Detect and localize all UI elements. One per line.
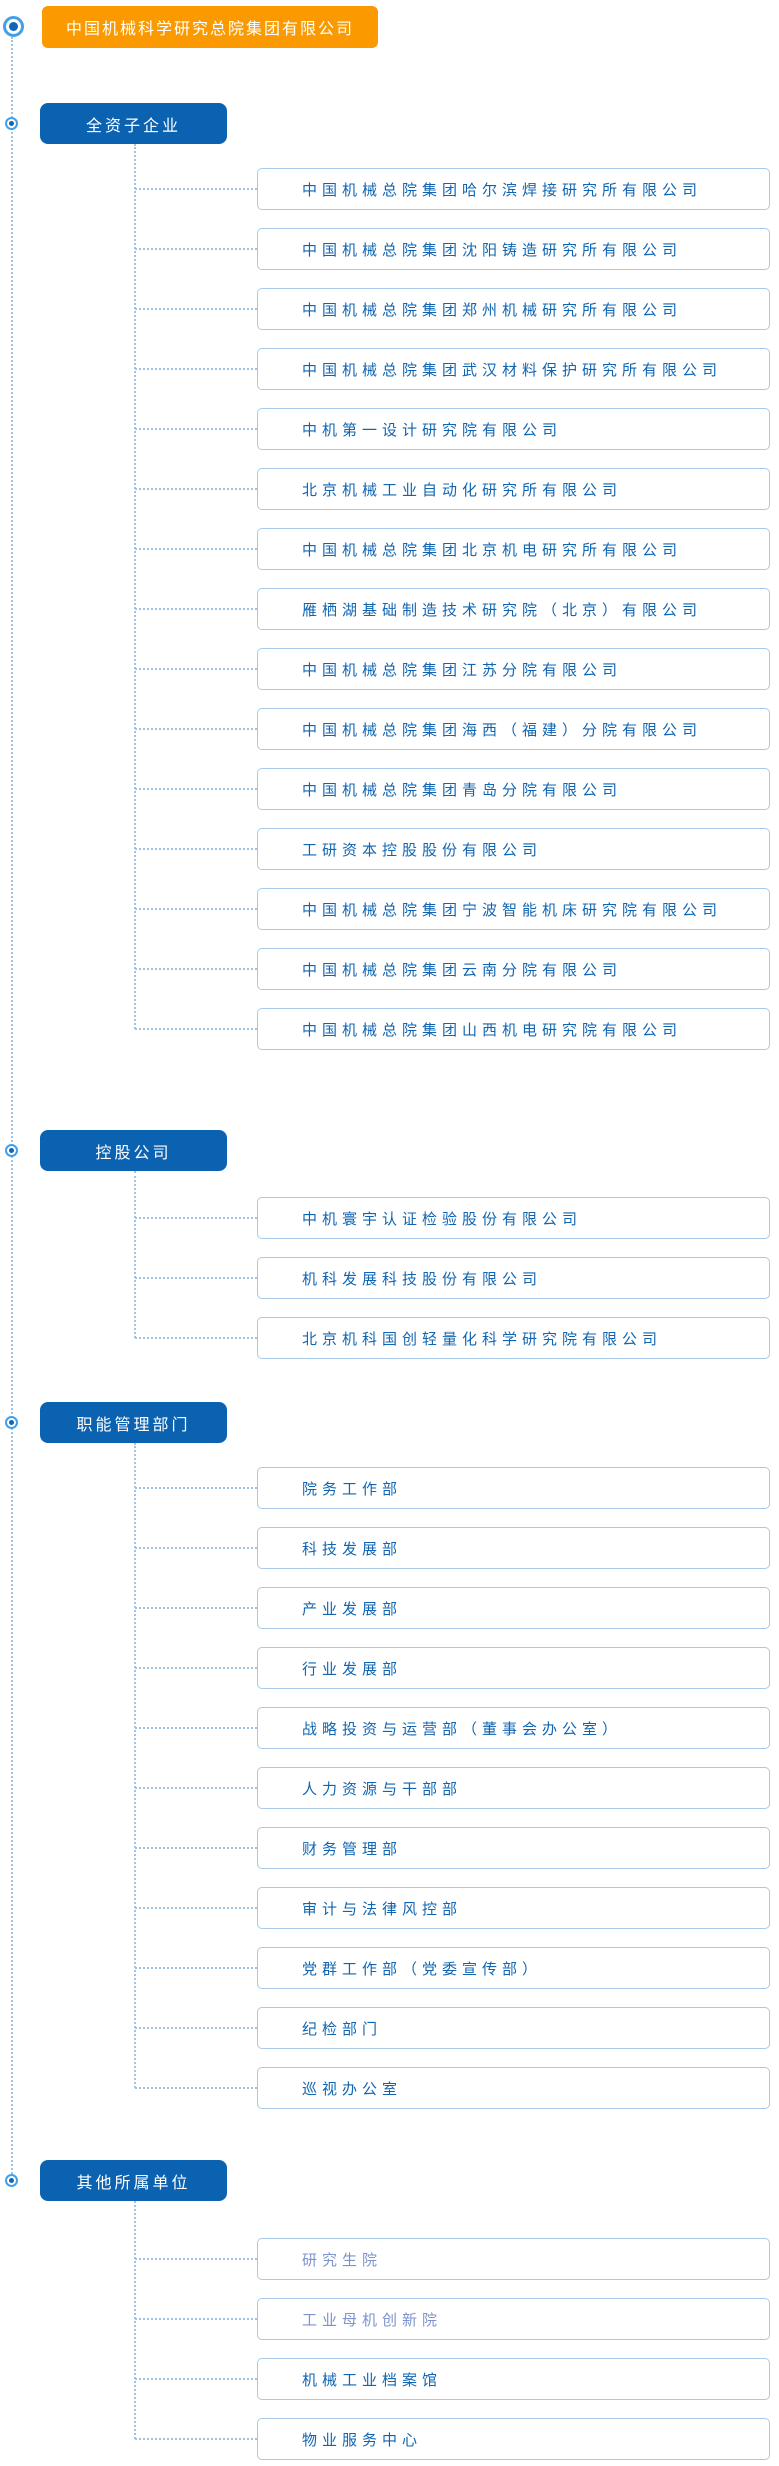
org-item-row: 北京机械工业自动化研究所有限公司 <box>135 468 770 510</box>
section-node-icon <box>5 1415 18 1429</box>
org-item-link[interactable]: 北京机科国创轻量化科学研究院有限公司 <box>257 1317 770 1359</box>
org-item-row: 产业发展部 <box>135 1587 770 1629</box>
section-item-list: 中国机械总院集团哈尔滨焊接研究所有限公司 中国机械总院集团沈阳铸造研究所有限公司… <box>135 144 779 1050</box>
org-item-link[interactable]: 物业服务中心 <box>257 2418 770 2460</box>
org-item-row: 雁栖湖基础制造技术研究院（北京）有限公司 <box>135 588 770 630</box>
section-item-list: 院务工作部 科技发展部 产业发展部 行业发展部 战略投资与运营部（董事会办公室）… <box>135 1443 779 2109</box>
org-item-row: 战略投资与运营部（董事会办公室） <box>135 1707 770 1749</box>
org-item-row: 中国机械总院集团海西（福建）分院有限公司 <box>135 708 770 750</box>
org-item-link[interactable]: 财务管理部 <box>257 1827 770 1869</box>
org-item-row: 中国机械总院集团沈阳铸造研究所有限公司 <box>135 228 770 270</box>
org-section: 其他所属单位 研究生院 工业母机创新院 机械工业档案馆 物业服务中心 <box>0 2160 779 2460</box>
org-item-link[interactable]: 审计与法律风控部 <box>257 1887 770 1929</box>
org-item-row: 中国机械总院集团北京机电研究所有限公司 <box>135 528 770 570</box>
org-item-row: 巡视办公室 <box>135 2067 770 2109</box>
org-section: 控股公司 中机寰宇认证检验股份有限公司 机科发展科技股份有限公司 北京机科国创轻… <box>0 1130 779 1359</box>
org-item-row: 中国机械总院集团江苏分院有限公司 <box>135 648 770 690</box>
org-item-row: 中国机械总院集团哈尔滨焊接研究所有限公司 <box>135 168 770 210</box>
org-item-link[interactable]: 雁栖湖基础制造技术研究院（北京）有限公司 <box>257 588 770 630</box>
section-header[interactable]: 全资子企业 <box>40 103 227 144</box>
org-item-link[interactable]: 北京机械工业自动化研究所有限公司 <box>257 468 770 510</box>
section-connector-line <box>134 2201 136 2439</box>
org-item-link[interactable]: 党群工作部（党委宣传部） <box>257 1947 770 1989</box>
org-item-link[interactable]: 中国机械总院集团海西（福建）分院有限公司 <box>257 708 770 750</box>
org-section: 职能管理部门 院务工作部 科技发展部 产业发展部 行业发展部 战略投资与运营部（… <box>0 1402 779 2109</box>
section-header[interactable]: 职能管理部门 <box>40 1402 227 1443</box>
org-item-link[interactable]: 中机寰宇认证检验股份有限公司 <box>257 1197 770 1239</box>
section-header-row: 控股公司 <box>0 1130 779 1171</box>
org-item-link[interactable]: 中机第一设计研究院有限公司 <box>257 408 770 450</box>
org-item-link[interactable]: 中国机械总院集团云南分院有限公司 <box>257 948 770 990</box>
org-item-link[interactable]: 机科发展科技股份有限公司 <box>257 1257 770 1299</box>
section-item-list: 中机寰宇认证检验股份有限公司 机科发展科技股份有限公司 北京机科国创轻量化科学研… <box>135 1171 779 1359</box>
org-item-row: 党群工作部（党委宣传部） <box>135 1947 770 1989</box>
org-item-row: 中国机械总院集团宁波智能机床研究院有限公司 <box>135 888 770 930</box>
section-header-row: 其他所属单位 <box>0 2160 779 2201</box>
org-item-link[interactable]: 产业发展部 <box>257 1587 770 1629</box>
org-item-row: 物业服务中心 <box>135 2418 770 2460</box>
org-item-link[interactable]: 研究生院 <box>257 2238 770 2280</box>
org-item-row: 院务工作部 <box>135 1467 770 1509</box>
org-item-row: 中机第一设计研究院有限公司 <box>135 408 770 450</box>
org-item-link[interactable]: 科技发展部 <box>257 1527 770 1569</box>
org-item-row: 人力资源与干部部 <box>135 1767 770 1809</box>
org-item-link[interactable]: 中国机械总院集团沈阳铸造研究所有限公司 <box>257 228 770 270</box>
section-node-icon <box>5 1143 18 1157</box>
org-item-row: 北京机科国创轻量化科学研究院有限公司 <box>135 1317 770 1359</box>
org-item-link[interactable]: 工业母机创新院 <box>257 2298 770 2340</box>
org-item-row: 中国机械总院集团云南分院有限公司 <box>135 948 770 990</box>
org-item-link[interactable]: 中国机械总院集团武汉材料保护研究所有限公司 <box>257 348 770 390</box>
org-item-link[interactable]: 院务工作部 <box>257 1467 770 1509</box>
org-item-row: 科技发展部 <box>135 1527 770 1569</box>
root-node-icon <box>3 16 24 37</box>
trunk-connector-line <box>11 37 13 2181</box>
org-item-link[interactable]: 行业发展部 <box>257 1647 770 1689</box>
org-item-link[interactable]: 工研资本控股股份有限公司 <box>257 828 770 870</box>
org-item-link[interactable]: 中国机械总院集团郑州机械研究所有限公司 <box>257 288 770 330</box>
section-header-row: 职能管理部门 <box>0 1402 779 1443</box>
section-header[interactable]: 控股公司 <box>40 1130 227 1171</box>
section-connector-line <box>134 144 136 1029</box>
org-item-row: 中机寰宇认证检验股份有限公司 <box>135 1197 770 1239</box>
org-item-link[interactable]: 中国机械总院集团青岛分院有限公司 <box>257 768 770 810</box>
org-item-row: 审计与法律风控部 <box>135 1887 770 1929</box>
org-item-row: 工业母机创新院 <box>135 2298 770 2340</box>
section-node-icon <box>5 116 18 130</box>
org-item-row: 财务管理部 <box>135 1827 770 1869</box>
org-item-row: 中国机械总院集团青岛分院有限公司 <box>135 768 770 810</box>
org-item-row: 行业发展部 <box>135 1647 770 1689</box>
org-item-link[interactable]: 中国机械总院集团北京机电研究所有限公司 <box>257 528 770 570</box>
org-item-row: 工研资本控股股份有限公司 <box>135 828 770 870</box>
section-connector-line <box>134 1171 136 1338</box>
org-item-link[interactable]: 战略投资与运营部（董事会办公室） <box>257 1707 770 1749</box>
root-company-node[interactable]: 中国机械科学研究总院集团有限公司 <box>42 6 378 48</box>
org-item-row: 中国机械总院集团山西机电研究院有限公司 <box>135 1008 770 1050</box>
org-item-link[interactable]: 中国机械总院集团哈尔滨焊接研究所有限公司 <box>257 168 770 210</box>
org-item-link[interactable]: 巡视办公室 <box>257 2067 770 2109</box>
org-item-row: 机科发展科技股份有限公司 <box>135 1257 770 1299</box>
org-item-row: 机械工业档案馆 <box>135 2358 770 2400</box>
section-header-row: 全资子企业 <box>0 103 779 144</box>
org-section: 全资子企业 中国机械总院集团哈尔滨焊接研究所有限公司 中国机械总院集团沈阳铸造研… <box>0 103 779 1050</box>
org-item-link[interactable]: 中国机械总院集团江苏分院有限公司 <box>257 648 770 690</box>
org-item-row: 中国机械总院集团武汉材料保护研究所有限公司 <box>135 348 770 390</box>
org-item-row: 纪检部门 <box>135 2007 770 2049</box>
section-header[interactable]: 其他所属单位 <box>40 2160 227 2201</box>
org-item-link[interactable]: 机械工业档案馆 <box>257 2358 770 2400</box>
org-item-link[interactable]: 中国机械总院集团宁波智能机床研究院有限公司 <box>257 888 770 930</box>
org-item-link[interactable]: 纪检部门 <box>257 2007 770 2049</box>
org-item-link[interactable]: 中国机械总院集团山西机电研究院有限公司 <box>257 1008 770 1050</box>
section-connector-line <box>134 1443 136 2088</box>
org-item-row: 研究生院 <box>135 2238 770 2280</box>
org-sections: 全资子企业 中国机械总院集团哈尔滨焊接研究所有限公司 中国机械总院集团沈阳铸造研… <box>0 48 779 2460</box>
section-node-icon <box>5 2173 18 2187</box>
section-item-list: 研究生院 工业母机创新院 机械工业档案馆 物业服务中心 <box>135 2201 779 2460</box>
org-item-row: 中国机械总院集团郑州机械研究所有限公司 <box>135 288 770 330</box>
org-item-link[interactable]: 人力资源与干部部 <box>257 1767 770 1809</box>
